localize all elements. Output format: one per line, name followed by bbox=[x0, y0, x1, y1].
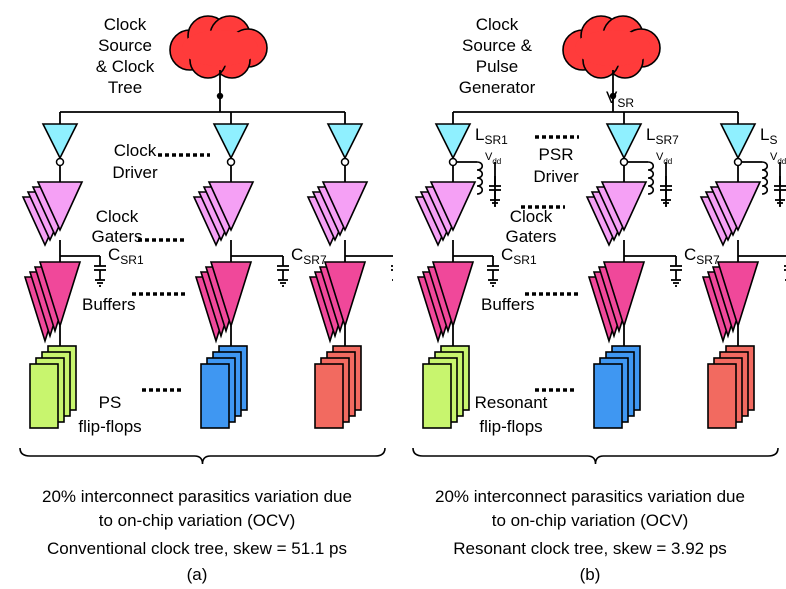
gater-stack-2-layer-4 bbox=[207, 181, 255, 232]
gater-stack-1-layer-4 bbox=[429, 181, 477, 232]
gaters-label-line-1: Clock bbox=[96, 207, 139, 226]
clock-source-label-line-4: Tree bbox=[108, 78, 142, 97]
flip-flop-stack-2-sheet-4 bbox=[200, 363, 230, 429]
cap-c7-label: CSR7 bbox=[291, 245, 327, 267]
driver-label-line-2: Driver bbox=[112, 163, 158, 182]
gater-stack-3-layer-4 bbox=[714, 181, 762, 232]
driver-label-line-2: Driver bbox=[533, 167, 579, 186]
flip-flop-stack-3-sheet-4 bbox=[314, 363, 344, 429]
inductor-label-l8: LS bbox=[760, 125, 777, 147]
flip-flops-label-line-2: flip-flops bbox=[78, 417, 141, 436]
buffer-stack-2-layer-4 bbox=[209, 261, 253, 329]
driver-1-bubble bbox=[55, 157, 65, 167]
vdd-label-1: Vdd bbox=[485, 151, 501, 166]
driver-2 bbox=[605, 123, 643, 160]
variation-note-line-2: to on-chip variation (OCV) bbox=[99, 511, 296, 530]
driver-1 bbox=[41, 123, 79, 160]
cap-c1-label: CSR1 bbox=[501, 245, 537, 267]
clock-source-label-line-2: Source & bbox=[462, 36, 533, 55]
variation-note-line-2: to on-chip variation (OCV) bbox=[492, 511, 689, 530]
driver-label-line-1: Clock bbox=[114, 141, 157, 160]
cap-c7-label: CSR7 bbox=[684, 245, 720, 267]
variation-note-line-1: 20% interconnect parasitics variation du… bbox=[435, 487, 745, 506]
driver-2-bubble bbox=[619, 157, 629, 167]
buffers-label: Buffers bbox=[481, 295, 535, 314]
inductor-label-l7: LSR7 bbox=[646, 125, 679, 147]
clock-source-label-line-3: & Clock bbox=[96, 57, 155, 76]
variation-brace bbox=[412, 447, 779, 465]
buffer-stack-1-layer-4 bbox=[38, 261, 82, 329]
clock-source-label-line-3: Pulse bbox=[476, 57, 519, 76]
gaters-label-line-2: Gaters bbox=[505, 227, 556, 246]
buffer-stack-1-layer-4 bbox=[431, 261, 475, 329]
inductor-l8 bbox=[761, 161, 769, 195]
driver-1 bbox=[434, 123, 472, 160]
driver-3 bbox=[719, 123, 757, 160]
clock-source-label-line-1: Clock bbox=[476, 15, 519, 34]
inductor-label-l1: LSR1 bbox=[475, 125, 508, 147]
cap-c1-label: CSR1 bbox=[108, 245, 144, 267]
clock-source-label-line-1: Clock bbox=[104, 15, 147, 34]
clock-source-label-line-2: Source bbox=[98, 36, 152, 55]
vsr-label: VSR bbox=[606, 88, 634, 110]
driver-2 bbox=[212, 123, 250, 160]
driver-3 bbox=[326, 123, 364, 160]
gater-stack-2-layer-4 bbox=[600, 181, 648, 232]
buffer-stack-3-layer-4 bbox=[323, 261, 367, 329]
panel-label: (a) bbox=[187, 565, 208, 584]
inductor-l7 bbox=[647, 161, 655, 195]
inductor-l1 bbox=[476, 161, 484, 195]
driver-2-bubble bbox=[226, 157, 236, 167]
clock-source-cloud-fill bbox=[575, 30, 651, 66]
buffers-label: Buffers bbox=[82, 295, 136, 314]
flip-flop-stack-3-sheet-4 bbox=[707, 363, 737, 429]
gater-stack-3-layer-4 bbox=[321, 181, 369, 232]
clock-source-cloud-fill bbox=[182, 30, 258, 66]
driver-3-bubble bbox=[733, 157, 743, 167]
flip-flop-stack-1-sheet-4 bbox=[29, 363, 59, 429]
driver-label-line-1: PSR bbox=[539, 145, 574, 164]
clock-source-cloud bbox=[169, 15, 268, 79]
clock-source-cloud bbox=[562, 15, 661, 79]
flip-flop-stack-2-sheet-4 bbox=[593, 363, 623, 429]
vdd-label-3: Vdd bbox=[770, 151, 786, 166]
skew-summary: Resonant clock tree, skew = 3.92 ps bbox=[453, 539, 727, 558]
flip-flops-label-line-2: flip-flops bbox=[479, 417, 542, 436]
variation-note-line-1: 20% interconnect parasitics variation du… bbox=[42, 487, 352, 506]
driver-1-bubble bbox=[448, 157, 458, 167]
gater-stack-1-layer-4 bbox=[36, 181, 84, 232]
variation-brace bbox=[19, 447, 386, 465]
flip-flops-label-line-1: PS bbox=[99, 393, 122, 412]
gaters-label-line-2: Gaters bbox=[91, 227, 142, 246]
skew-summary: Conventional clock tree, skew = 51.1 ps bbox=[47, 539, 347, 558]
buffer-stack-3-layer-4 bbox=[716, 261, 760, 329]
gaters-label-line-1: Clock bbox=[510, 207, 553, 226]
flip-flop-stack-1-sheet-4 bbox=[422, 363, 452, 429]
driver-3-bubble bbox=[340, 157, 350, 167]
buffer-stack-2-layer-4 bbox=[602, 261, 646, 329]
panel-label: (b) bbox=[580, 565, 601, 584]
clock-source-label-line-4: Generator bbox=[459, 78, 536, 97]
vdd-label-2: Vdd bbox=[656, 151, 672, 166]
flip-flops-label-line-1: Resonant bbox=[475, 393, 548, 412]
